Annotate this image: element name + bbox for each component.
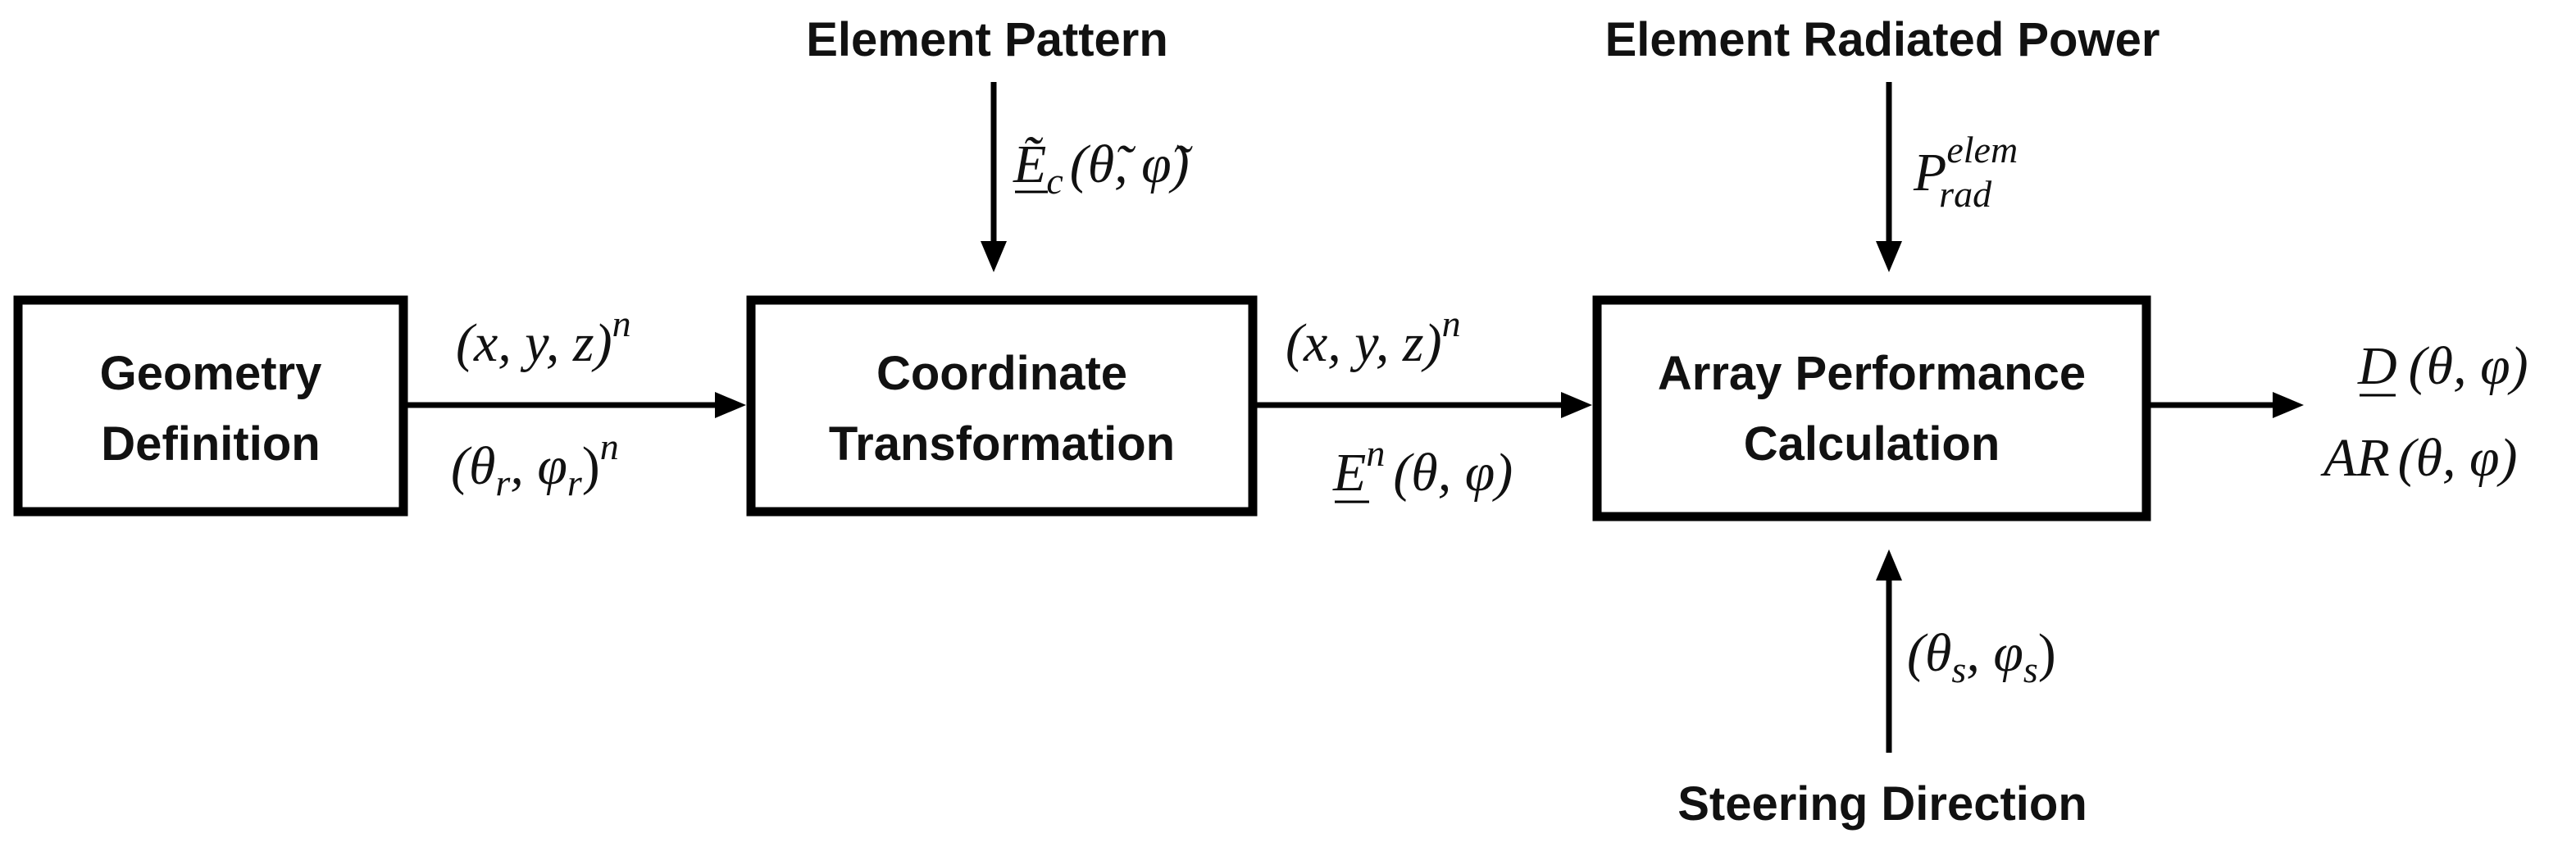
array-performance-block: Array Performance Calculation [1592,295,2151,521]
theta-phi-3: (θ, φ) [2398,428,2518,488]
svg-text:Ẽc(θ̃, φ̃): Ẽc(θ̃, φ̃) [1013,134,1194,202]
geometry-definition-block: Geometry Definition [13,295,408,517]
arrow-radiated-power-down [1876,82,1902,272]
AR-symbol: AR [2320,428,2390,488]
steering-angles-math: (θs, φs) [1907,623,2056,690]
element-pattern-math: Ẽc(θ̃, φ̃) [1013,134,1194,202]
position-vector-label-2: (x, y, z)n [1286,303,1461,373]
P-symbol: P [1913,143,1946,203]
subscript-c: c [1046,160,1063,202]
superscript-elem: elem [1946,129,2018,171]
geometry-block-line1: Geometry [100,347,322,400]
comma-phi-s: , φ [1966,623,2023,683]
theta-s-open: (θ [1907,623,1951,683]
theta-r-open: (θ [451,436,495,496]
close-paren-s: ) [2038,623,2056,683]
arrow-array-to-output [2150,392,2304,418]
E-tilde: Ẽ [1013,134,1046,194]
subscript-s-2: s [2023,649,2038,690]
close-paren: ) [582,436,600,496]
element-field-label: En(θ, φ) [1332,432,1513,503]
axial-ratio-output: AR(θ, φ) [2320,428,2518,488]
arrow-geometry-to-coordinate [407,392,746,418]
svg-text:(x, y, z)n: (x, y, z)n [456,303,631,373]
svg-text:AR(θ, φ): AR(θ, φ) [2320,428,2518,488]
theta-phi-1: (θ, φ) [1393,443,1513,503]
position-vector-label-1: (x, y, z)n [456,303,631,373]
geometry-block-line2: Definition [101,417,320,471]
xyz-text: (x, y, z) [456,313,612,373]
xyz-text-2: (x, y, z) [1286,313,1442,373]
rotation-angles-label: (θr, φr)n [451,426,619,503]
steering-direction-label: Steering Direction [1677,777,2087,831]
element-radiated-power-label: Element Radiated Power [1605,13,2160,66]
arrow-steering-up [1876,549,1902,753]
superscript-n-3: n [1442,303,1461,344]
comma-phi: , φ [510,436,567,496]
svg-text:(θr, φr)n: (θr, φr)n [451,426,619,503]
D-symbol: D [2357,336,2397,396]
svg-text:D(θ, φ): D(θ, φ) [2357,336,2528,396]
svg-text:En(θ, φ): En(θ, φ) [1332,432,1513,503]
subscript-rad: rad [1939,173,1992,215]
svg-text:(x, y, z)n: (x, y, z)n [1286,303,1461,373]
coordinate-transformation-block: Coordinate Transformation [746,295,1258,517]
subscript-s-1: s [1951,649,1966,690]
array-block-line1: Array Performance [1658,347,2086,400]
coordinate-block-line2: Transformation [829,417,1175,471]
theta-phi-2: (θ, φ) [2409,336,2528,396]
svg-text:(θs, φs): (θs, φs) [1907,623,2056,690]
superscript-n: n [612,303,631,344]
directivity-output: D(θ, φ) [2357,336,2528,397]
theta-phi-tilde: (θ̃, φ̃) [1070,134,1194,194]
superscript-n-4: n [1366,432,1385,474]
E-symbol: E [1332,443,1366,503]
subscript-r-1: r [495,462,511,503]
arrow-coordinate-to-array [1257,392,1592,418]
coordinate-block-line1: Coordinate [876,347,1127,400]
subscript-r-2: r [567,462,583,503]
arrow-element-pattern-down [981,82,1007,272]
array-block-line2: Calculation [1744,417,2000,471]
element-pattern-label: Element Pattern [806,13,1168,66]
superscript-n-2: n [600,426,619,467]
